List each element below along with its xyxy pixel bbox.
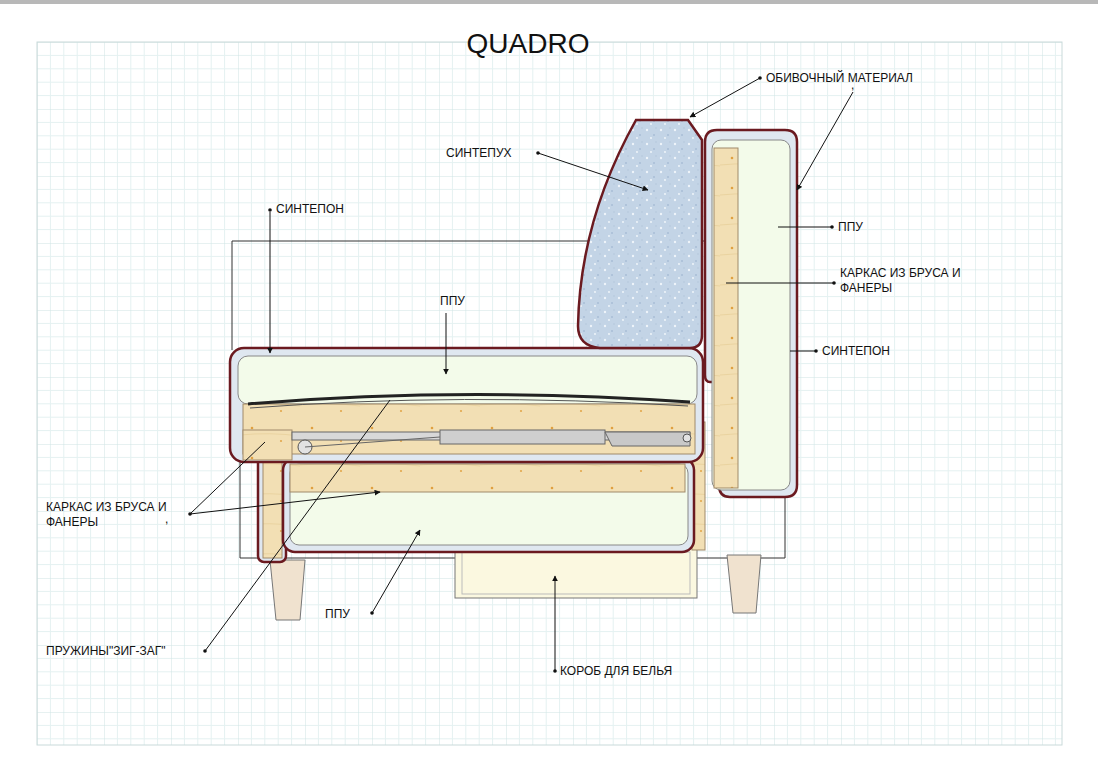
part-label: КОРОБ ДЛЯ БЕЛЬЯ	[560, 664, 672, 679]
part-label: ППУ	[838, 220, 863, 235]
foam	[238, 356, 697, 404]
back-pillow	[578, 120, 702, 348]
linen-box-inner	[462, 552, 690, 594]
part-label: СИНТЕПУХ	[446, 146, 512, 161]
grid-sheet	[37, 42, 1062, 745]
leader-dots	[188, 76, 836, 673]
part-label: ПРУЖИНЫ"ЗИГ-ЗАГ"	[46, 644, 166, 659]
mechanism	[292, 430, 691, 454]
zigzag-spring	[250, 399, 688, 408]
foam	[290, 464, 688, 545]
wood-frame	[714, 148, 738, 488]
linen-box	[455, 548, 697, 598]
wood-plank	[290, 464, 685, 492]
part-label: ОБИВОЧНЫЙ МАТЕРИАЛ	[766, 71, 913, 86]
top-bar	[0, 0, 1098, 4]
part-label: ,	[165, 512, 168, 527]
wood-side	[263, 460, 282, 558]
backrest	[705, 130, 797, 497]
wood-beam	[243, 404, 695, 454]
leader-lines	[190, 78, 853, 671]
part-label: СИНТЕПОН	[276, 202, 344, 217]
part-label: ,	[851, 78, 854, 93]
part-label: СИНТЕПОН	[822, 344, 890, 359]
part-label: ППУ	[440, 294, 465, 309]
part-label: КАРКАС ИЗ БРУСА И ФАНЕРЫ	[46, 500, 171, 530]
leg	[270, 560, 305, 620]
seat-cushion	[230, 348, 703, 462]
leg	[727, 555, 761, 613]
title: QUADRO	[467, 28, 590, 60]
part-label: ППУ	[325, 607, 350, 622]
foam	[712, 140, 790, 490]
drawer-cushion	[283, 458, 694, 552]
part-label: КАРКАС ИЗ БРУСА И ФАНЕРЫ	[840, 266, 980, 296]
